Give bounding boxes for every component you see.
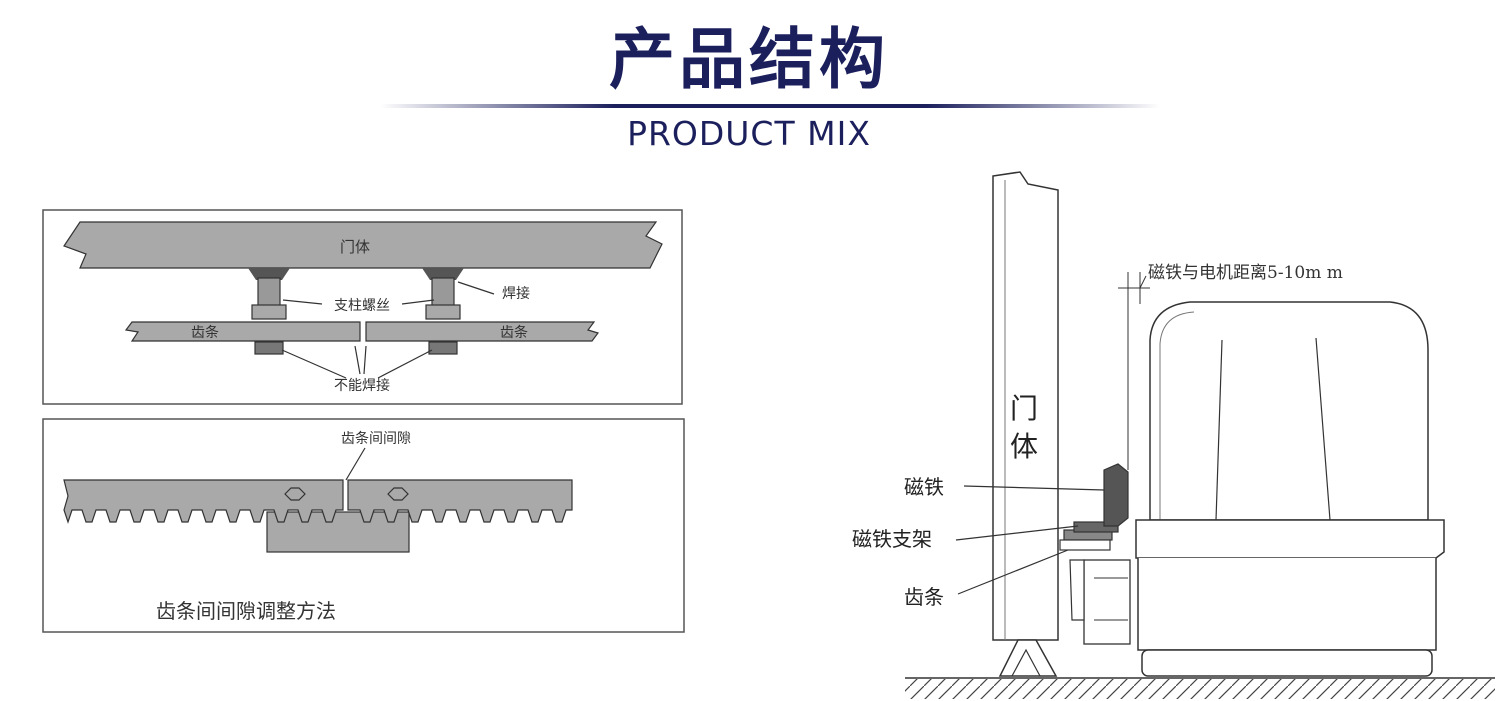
no-weld-leader-2 xyxy=(354,345,361,375)
magnet-bracket-label: 磁铁支架 xyxy=(852,527,932,551)
magnet-leader xyxy=(963,485,1105,491)
no-weld-leader-4 xyxy=(377,349,433,379)
rack-lower xyxy=(1059,539,1111,551)
bolt-leader-right xyxy=(401,299,435,305)
ground-hatch xyxy=(905,679,1495,699)
rack-leader xyxy=(957,549,1069,595)
nut-left-top xyxy=(251,304,287,320)
gap-leader xyxy=(345,447,366,481)
no-weld-leader-3 xyxy=(363,345,367,375)
rack-label: 齿条 xyxy=(904,585,944,609)
nut-right-top xyxy=(425,304,461,320)
weld-bead-right xyxy=(422,268,464,280)
hex-bolt-right xyxy=(387,487,409,501)
rack-left xyxy=(124,321,361,342)
weld-bead-left xyxy=(248,268,290,280)
motor-cover-inner xyxy=(1159,311,1195,520)
magnet-label: 磁铁 xyxy=(904,475,944,499)
motor-cover-rib-left xyxy=(1215,339,1223,521)
door-label-1: 门 xyxy=(1010,392,1038,425)
gap-rack-left xyxy=(63,479,344,524)
hex-bolt-left xyxy=(284,487,306,501)
motor-install-diagram: 门 体 磁铁与电机距离5-10m m 磁铁 磁铁支架 xyxy=(852,171,1495,699)
rack-right-label: 齿条 xyxy=(500,324,528,341)
pinion-housing xyxy=(1083,559,1131,645)
motor-flange xyxy=(1135,519,1445,559)
bolt-leader-left xyxy=(282,299,323,305)
gap-caption: 齿条间间隙调整方法 xyxy=(156,599,336,623)
title-divider xyxy=(380,104,1160,108)
motor-cover-rib-right xyxy=(1315,337,1331,521)
door-guide-inner xyxy=(1011,648,1041,677)
door-beam-label: 门体 xyxy=(340,238,370,256)
motor-cover xyxy=(1149,301,1429,521)
no-weld-label: 不能焊接 xyxy=(334,377,390,394)
post-right xyxy=(431,277,455,307)
magnet xyxy=(1103,463,1129,527)
motor-foot xyxy=(1141,649,1433,677)
nut-right-bottom xyxy=(428,341,458,355)
distance-label: 磁铁与电机距离5-10m m xyxy=(1148,263,1343,283)
page-subtitle: PRODUCT MIX xyxy=(627,114,871,153)
post-left xyxy=(257,277,281,307)
weld-leader xyxy=(457,281,495,295)
pinion-shaft xyxy=(1069,559,1085,621)
post-bolt-label: 支柱螺丝 xyxy=(334,298,390,314)
no-weld-leader-1 xyxy=(281,349,347,379)
nut-left-bottom xyxy=(254,341,284,355)
door-guide xyxy=(998,639,1058,677)
weld-label: 焊接 xyxy=(502,285,530,302)
gap-label: 齿条间间隙 xyxy=(341,430,411,447)
motor-base xyxy=(1137,558,1437,651)
magnet-bracket-leader xyxy=(955,525,1079,541)
door-column xyxy=(992,171,1059,641)
rack-right xyxy=(365,321,599,342)
door-label-2: 体 xyxy=(1010,430,1038,463)
gauge-block xyxy=(266,511,410,553)
page-title: 产品结构 xyxy=(609,21,889,98)
gap-panel: 齿条间间隙 齿条间间隙调整方法 xyxy=(42,418,685,633)
dimension-leader xyxy=(1139,275,1147,289)
rack-left-label: 齿条 xyxy=(191,324,219,341)
door-beam xyxy=(63,221,663,269)
mounting-panel: 门体 齿条 齿条 支柱螺丝 焊接 不能焊接 xyxy=(42,209,683,405)
